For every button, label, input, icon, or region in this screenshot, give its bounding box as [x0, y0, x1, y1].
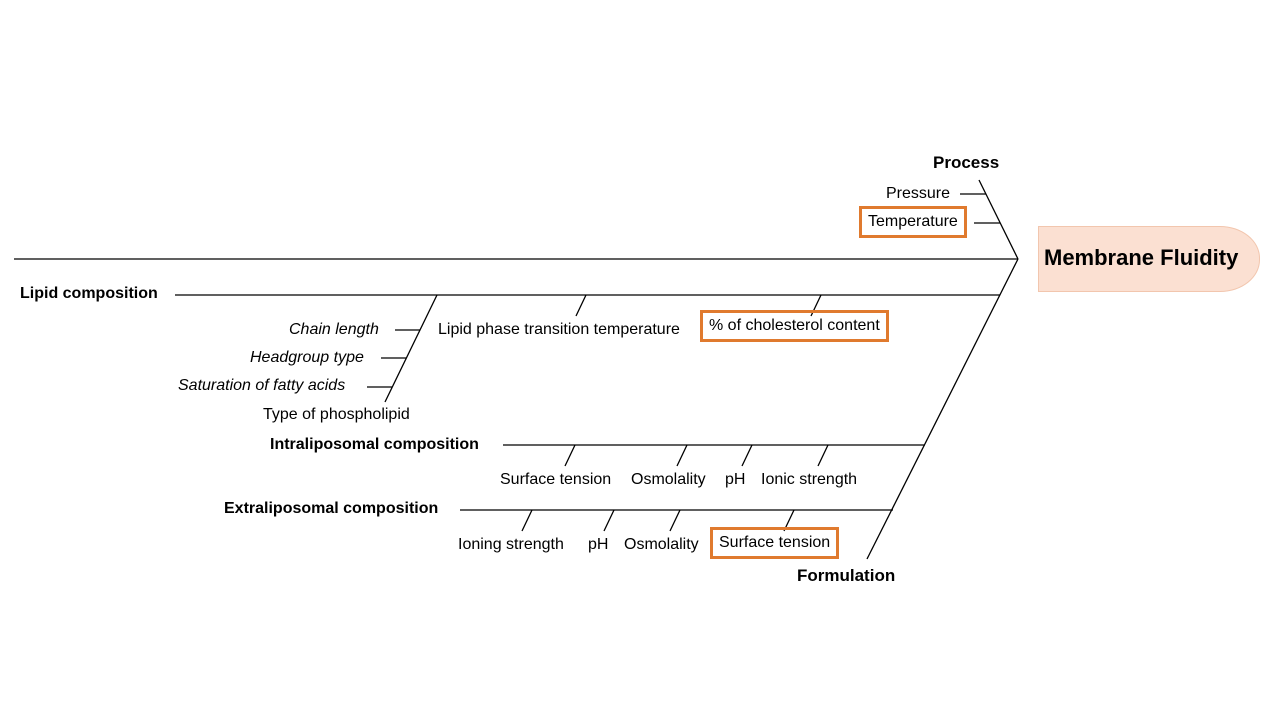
extra-osmolality: Osmolality — [624, 536, 699, 553]
formulation-bone — [866, 258, 1019, 560]
intra-ph: pH — [725, 471, 746, 488]
category-process: Process — [933, 153, 1000, 172]
category-formulation: Formulation — [797, 566, 896, 585]
extra-surface-tension-highlighted: Surface tension — [710, 527, 840, 559]
effect-label: Membrane Fluidity — [1044, 245, 1239, 270]
extra-ph: pH — [588, 536, 609, 553]
cause-pressure: Pressure — [886, 185, 951, 202]
intra-ionic-strength: Ionic strength — [761, 471, 858, 488]
cause-phospholipid-type: Type of phospholipid — [263, 406, 410, 423]
intra-tick-3 — [741, 444, 753, 467]
lipid-sub-bone — [384, 294, 438, 403]
category-lipid-composition: Lipid composition — [20, 285, 158, 302]
intra-tick-1 — [564, 444, 576, 467]
process-bone — [978, 179, 1019, 260]
cause-temperature-highlighted: Temperature — [859, 206, 967, 238]
cause-chain-length: Chain length — [289, 321, 379, 338]
extra-ioning-strength: Ioning strength — [458, 536, 564, 553]
extra-tick-2 — [603, 509, 615, 532]
intra-tick-4 — [817, 444, 829, 467]
effect-head-shape — [1038, 226, 1260, 292]
cause-phase-transition: Lipid phase transition temperature — [438, 321, 680, 338]
extra-tick-1 — [521, 509, 533, 532]
intra-osmolality: Osmolality — [631, 471, 706, 488]
lipid-tick-phase — [575, 294, 587, 317]
cause-cholesterol-highlighted: % of cholesterol content — [700, 310, 889, 342]
cause-headgroup-type: Headgroup type — [250, 349, 364, 366]
intra-tick-2 — [676, 444, 688, 467]
cause-saturation: Saturation of fatty acids — [178, 377, 346, 394]
category-extraliposomal: Extraliposomal composition — [224, 500, 439, 517]
extra-tick-3 — [669, 509, 681, 532]
intra-surface-tension: Surface tension — [500, 471, 612, 488]
category-intraliposomal: Intraliposomal composition — [270, 436, 479, 453]
